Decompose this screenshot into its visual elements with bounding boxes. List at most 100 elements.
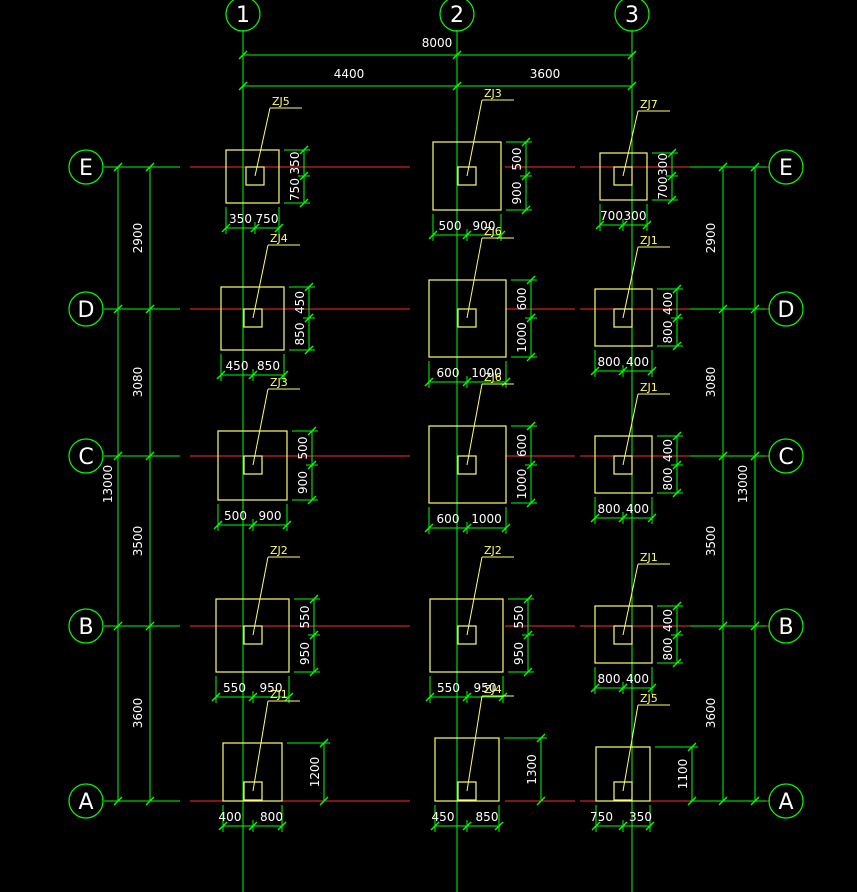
axis-label-A: A — [78, 790, 93, 815]
dimension-tick — [501, 377, 511, 387]
dimension-tick — [750, 621, 760, 631]
axis-bubble-3 — [614, 0, 650, 32]
footing-dim-left: 400 — [219, 810, 242, 824]
dimension-tick — [462, 523, 472, 533]
dimension-tick — [248, 821, 258, 831]
dimension-tick — [718, 621, 728, 631]
footing-outline — [428, 279, 507, 358]
footing-tag: ZJ3 — [484, 87, 502, 100]
footing-dim-top: 600 — [515, 434, 529, 457]
leader-line — [254, 107, 271, 177]
dimension-tick — [750, 796, 760, 806]
leader-line — [466, 695, 483, 792]
column-outline — [613, 625, 633, 645]
axis-label-A: A — [778, 790, 793, 815]
dimension-tick — [536, 733, 546, 743]
dimension-tick — [309, 594, 319, 604]
footing-outline — [428, 425, 507, 504]
dimension-tick — [462, 230, 472, 240]
dimension-tick — [221, 223, 231, 233]
footing-tag: ZJ5 — [272, 95, 290, 108]
dimension-tick — [501, 523, 511, 533]
axis-bubble-E — [68, 149, 104, 185]
footing-outline — [595, 746, 651, 802]
footing-outline — [599, 152, 648, 201]
dimension-tick — [113, 796, 123, 806]
footing-dim-top: 500 — [510, 148, 524, 171]
dimension-tick — [618, 366, 628, 376]
dimension-tick — [672, 601, 682, 611]
left-dim-segment: 3500 — [131, 526, 145, 557]
dimension-tick — [590, 683, 600, 693]
footing-dim-height: 1300 — [525, 754, 539, 785]
dimension-tick — [250, 223, 260, 233]
dimension-tick — [647, 366, 657, 376]
dimension-tick — [667, 195, 677, 205]
dimension-tick — [307, 426, 317, 436]
footing-tag: ZJ7 — [640, 98, 658, 111]
dimension-tick — [526, 352, 536, 362]
dimension-tick — [309, 667, 319, 677]
footing-dim-left: 800 — [598, 502, 621, 516]
footing-dim-right: 1000 — [471, 366, 502, 380]
dimension-tick — [307, 495, 317, 505]
dimension-tick — [590, 366, 600, 376]
right-dim-segment: 3600 — [704, 698, 718, 729]
dimension-tick — [523, 667, 533, 677]
footing-dim-right: 850 — [257, 359, 280, 373]
footing-dim-height: 1200 — [308, 757, 322, 788]
footing-dim-top: 400 — [661, 609, 675, 632]
dimension-tick — [307, 460, 317, 470]
column-outline — [613, 455, 633, 475]
dimension-tick — [424, 523, 434, 533]
footing-tag: ZJ1 — [640, 234, 658, 247]
footing-dim-bottom: 800 — [661, 468, 675, 491]
dimension-tick — [618, 220, 628, 230]
footing-dim-bottom: 1000 — [515, 322, 529, 353]
dimension-tick — [672, 658, 682, 668]
axis-label-E: E — [79, 156, 93, 181]
footing-dim-left: 450 — [432, 810, 455, 824]
footing-dim-left: 750 — [590, 810, 613, 824]
leader-line — [622, 563, 639, 636]
footing-dim-right: 350 — [629, 810, 652, 824]
dimension-tick — [462, 692, 472, 702]
leader-line — [466, 237, 483, 319]
footing-dim-right: 750 — [256, 212, 279, 226]
dimension-tick — [428, 230, 438, 240]
footing-tag: ZJ2 — [270, 544, 288, 557]
footing-dim-left: 550 — [437, 681, 460, 695]
footing-dim-left: 450 — [226, 359, 249, 373]
dimension-tick — [452, 81, 462, 91]
leader-line — [252, 700, 269, 792]
dimension-tick — [277, 821, 287, 831]
leader-line — [466, 556, 483, 636]
dimension-tick — [718, 796, 728, 806]
dimension-tick — [113, 162, 123, 172]
dimension-tick — [494, 821, 504, 831]
axis-bubble-E — [768, 149, 804, 185]
dimension-tick — [595, 220, 605, 230]
axis-bubble-C — [68, 438, 104, 474]
dimension-tick — [526, 460, 536, 470]
footing-dim-left: 600 — [437, 366, 460, 380]
footing-dim-right: 950 — [260, 681, 283, 695]
footing-outline — [594, 605, 653, 664]
dimension-tick — [672, 460, 682, 470]
left-dim-segment: 3080 — [131, 367, 145, 398]
dimension-tick — [718, 451, 728, 461]
footing-dim-right: 300 — [624, 209, 647, 223]
dimension-tick — [642, 220, 652, 230]
dimension-tick — [526, 498, 536, 508]
dimension-tick — [672, 488, 682, 498]
dimension-tick — [238, 50, 248, 60]
footing-dim-left: 600 — [437, 512, 460, 526]
leader-line — [622, 246, 639, 319]
